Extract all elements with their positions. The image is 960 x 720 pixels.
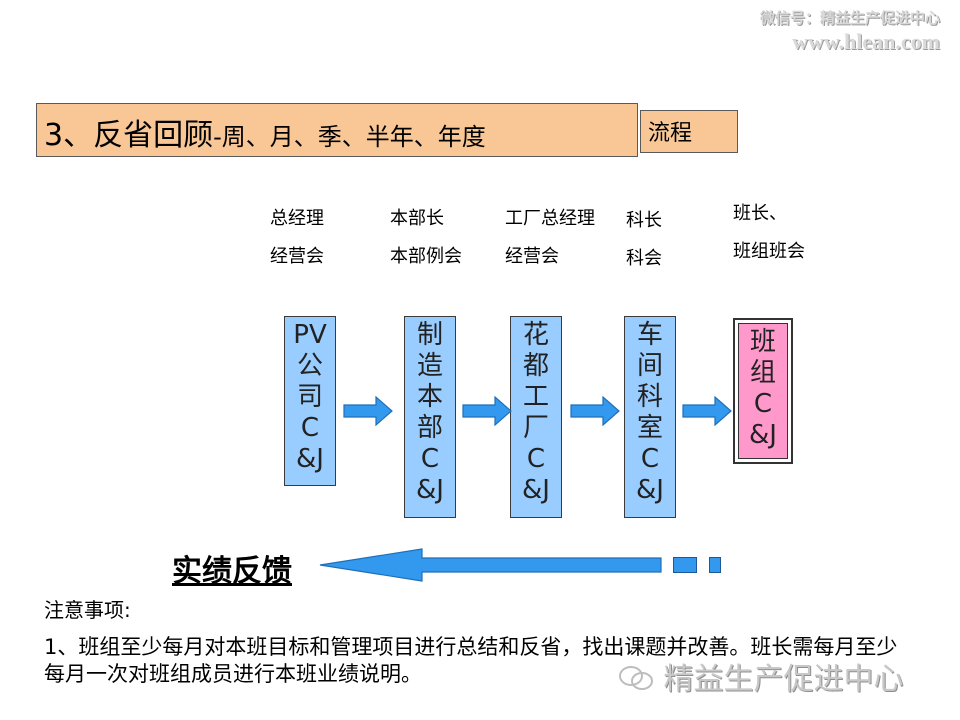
org-line: &J: [749, 420, 777, 450]
org-line: 科: [636, 382, 663, 412]
dash-block-icon: [709, 557, 721, 573]
org-line: 工: [522, 382, 549, 412]
org-line: C: [300, 413, 320, 443]
meeting-role: 工厂总经理: [505, 208, 595, 229]
org-box-huadu-factory: 花 都 工 厂 C &J: [510, 316, 562, 518]
org-box-workshop-section: 车 间 科 室 C &J: [624, 316, 676, 518]
meeting-role: 科长: [626, 210, 662, 231]
meeting-role: 班长、: [733, 203, 787, 224]
org-line: 造: [416, 351, 443, 381]
notes-item-1: 1、班组至少每月对本班目标和管理项目进行总结和反省，找出课题并改善。班长需每月至…: [44, 635, 898, 686]
meeting-label-2: 工厂总经理 经营会: [505, 200, 595, 276]
org-line: 公: [296, 351, 323, 381]
org-line: PV: [293, 320, 327, 350]
org-box-pv-company: PV 公 司 C &J: [284, 316, 336, 486]
org-line: C: [753, 389, 773, 419]
org-line: C: [640, 444, 660, 474]
arrow-right-icon: [462, 396, 512, 426]
org-line: 厂: [522, 413, 549, 443]
meeting-label-0: 总经理 经营会: [270, 200, 324, 276]
watermark-top: 微信号：精益生产促进中心 www.hlean.com: [760, 6, 940, 54]
org-line: &J: [636, 475, 664, 505]
feedback-label: 实绩反馈: [172, 554, 292, 589]
watermark-bottom: 精益生产促进中心: [618, 654, 904, 698]
title-main: 3、反省回顾: [44, 118, 214, 153]
meeting-label-1: 本部长 本部例会: [390, 200, 462, 276]
org-box-manufacturing-division: 制 造 本 部 C &J: [404, 316, 456, 518]
org-line: 花: [522, 320, 549, 350]
title-box: [36, 103, 638, 157]
org-line: &J: [416, 475, 444, 505]
meeting-name: 经营会: [270, 246, 324, 267]
dash-block-icon: [673, 557, 697, 573]
org-line: C: [526, 444, 546, 474]
org-line: 班: [749, 327, 776, 357]
org-box-team: 班 组 C &J: [738, 323, 788, 459]
org-line: 车: [636, 320, 663, 350]
org-line: &J: [296, 444, 324, 474]
meeting-name: 班组班会: [733, 241, 805, 262]
watermark-url: www.hlean.com: [792, 29, 940, 54]
meeting-name: 本部例会: [390, 246, 462, 267]
flow-label: 流程: [640, 110, 738, 153]
org-line: 部: [416, 413, 443, 443]
watermark-wechat: 微信号：精益生产促进中心: [759, 9, 940, 27]
arrow-left-icon: [319, 548, 662, 582]
meeting-name: 科会: [626, 248, 662, 269]
org-line: 组: [749, 358, 776, 388]
meeting-label-4: 班长、 班组班会: [733, 195, 805, 271]
org-line: 都: [522, 351, 549, 381]
page-title: 3、反省回顾-周、月、季、半年、年度: [44, 110, 486, 154]
arrow-right-icon: [343, 396, 393, 426]
wechat-icon: [619, 666, 653, 690]
org-line: 司: [296, 382, 323, 412]
meeting-role: 本部长: [390, 208, 444, 229]
org-line: 室: [636, 413, 663, 443]
watermark-bottom-text: 精益生产促进中心: [663, 662, 904, 697]
title-sub: -周、月、季、半年、年度: [213, 123, 486, 151]
notes-heading: 注意事项:: [44, 598, 131, 622]
meeting-label-3: 科长 科会: [626, 202, 662, 278]
org-line: &J: [522, 475, 550, 505]
org-line: 间: [636, 351, 663, 381]
arrow-right-icon: [570, 396, 620, 426]
meeting-name: 经营会: [505, 246, 559, 267]
org-line: C: [420, 444, 440, 474]
arrow-right-icon: [682, 396, 732, 426]
meeting-role: 总经理: [270, 208, 324, 229]
org-line: 本: [416, 382, 443, 412]
org-line: 制: [416, 320, 443, 350]
